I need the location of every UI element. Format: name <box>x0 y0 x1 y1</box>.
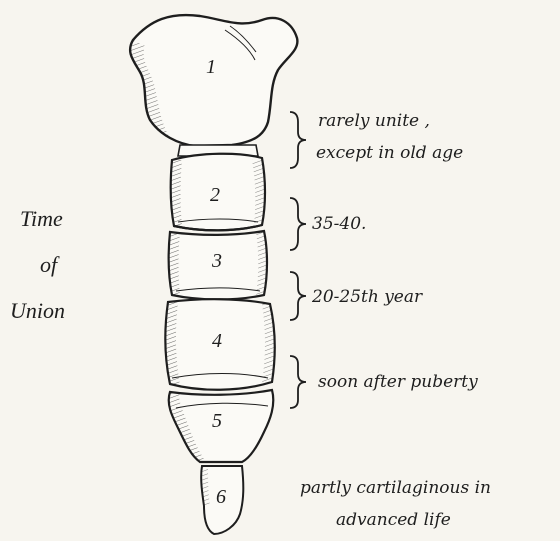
annotation-5-line1: partly cartilaginous in <box>300 478 491 498</box>
segment-number-1: 1 <box>206 56 216 79</box>
sternum-segment-1 <box>130 15 297 146</box>
annotation-4: soon after puberty <box>318 372 478 392</box>
union-label: Union <box>10 298 65 324</box>
annotation-5-line2: advanced life <box>336 510 451 530</box>
segment-number-6: 6 <box>216 486 226 509</box>
annotation-1-line2: except in old age <box>316 143 463 163</box>
segment-number-5: 5 <box>212 410 222 433</box>
time-label: Time <box>20 206 63 232</box>
of-label: of <box>40 252 57 278</box>
annotation-3: 20-25th year <box>312 287 422 307</box>
annotation-brackets <box>290 112 306 408</box>
annotation-1-line1: rarely unite , <box>318 111 430 131</box>
segment-number-2: 2 <box>210 184 220 207</box>
segment-number-3: 3 <box>212 250 222 273</box>
annotation-2: 35-40. <box>312 214 366 234</box>
segment-number-4: 4 <box>212 330 222 353</box>
